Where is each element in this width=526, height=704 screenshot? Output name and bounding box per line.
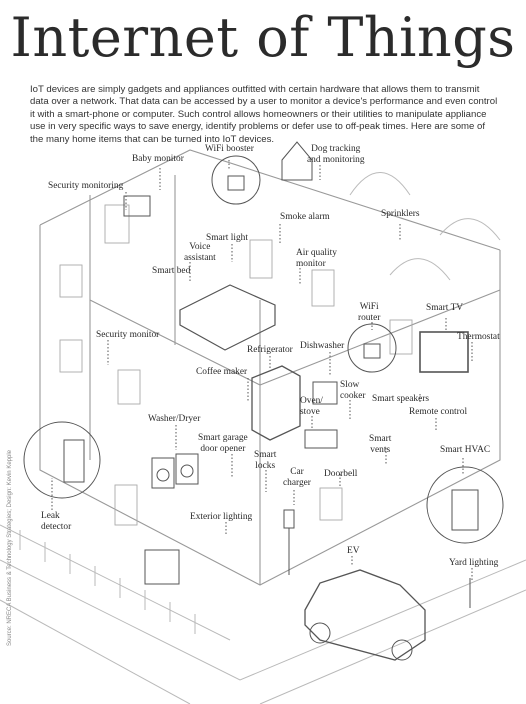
smart-tv (419, 331, 469, 373)
label-coffee-maker: Coffee maker (196, 367, 248, 377)
wifi-booster-device (227, 175, 245, 191)
label-yard-lighting: Yard lighting (449, 558, 499, 568)
car-charger (283, 509, 295, 529)
wifi-router-circle (347, 323, 397, 373)
fence-line (0, 524, 231, 641)
hvac-circle (426, 466, 504, 544)
window-4 (104, 204, 130, 244)
label-smart-tv: Smart TV (426, 303, 464, 313)
source-credit: Source: NRECA Business & Technology Stra… (7, 450, 13, 646)
ground-line (0, 559, 526, 681)
leak-detector-circle (23, 421, 101, 499)
window-7 (389, 319, 413, 355)
label-exterior-lighting: Exterior lighting (190, 512, 253, 522)
window-5 (249, 239, 273, 279)
window-1 (59, 264, 83, 298)
security-camera-panel (123, 195, 151, 217)
label-slow-cooker: Slow cooker (340, 380, 366, 401)
label-washer-dryer: Washer/Dryer (148, 414, 201, 424)
house-outline (39, 225, 501, 586)
label-remote-control: Remote control (409, 407, 468, 417)
label-wifi-booster: WiFi booster (205, 144, 254, 154)
wifi-booster-circle (211, 155, 261, 205)
hvac-unit (451, 489, 479, 531)
washer (151, 457, 175, 489)
infographic-title: Internet of Things (10, 6, 516, 69)
street-line (259, 589, 526, 704)
window-8 (114, 484, 138, 526)
label-smart-vents: Smart vents (369, 434, 392, 455)
label-security-monitoring: Security monitoring (48, 181, 124, 191)
label-wifi-router: WiFi router (358, 302, 381, 323)
label-smart-hvac: Smart HVAC (440, 445, 491, 455)
label-thermostat: Thermostat (457, 332, 500, 342)
label-smart-locks: Smart locks (254, 450, 277, 471)
label-car-charger: Car charger (283, 467, 311, 488)
floor-line (89, 289, 501, 386)
window-6 (311, 269, 335, 307)
label-smart-speakers: Smart speakers (372, 394, 430, 404)
label-baby-monitor: Baby monitor (132, 154, 184, 164)
label-ev: EV (347, 546, 360, 556)
window-2 (59, 339, 83, 373)
label-air-quality: Air quality monitor (296, 248, 337, 269)
dog-house (281, 141, 313, 181)
wifi-router-device (363, 343, 381, 359)
stove (304, 429, 338, 449)
dishwasher (312, 381, 338, 405)
washer-door (156, 468, 170, 482)
label-smart-light: Smart light (206, 233, 248, 243)
roof-line (39, 149, 501, 251)
label-refrigerator: Refrigerator (247, 345, 293, 355)
dryer (175, 453, 199, 485)
window-9 (319, 487, 343, 521)
smart-bed (179, 284, 276, 351)
sidewalk-line (0, 599, 191, 704)
label-voice-assistant: Voice assistant (184, 242, 216, 263)
ev-wheel-rear (309, 622, 331, 644)
refrigerator (251, 365, 301, 441)
fence-posts (19, 530, 196, 634)
label-doorbell: Doorbell (324, 469, 358, 479)
label-oven-stove: Oven/ stove (300, 396, 323, 417)
water-heater (63, 439, 85, 483)
dryer-door (180, 464, 194, 478)
window-3 (117, 369, 141, 405)
label-leak-detector: Leak detector (41, 511, 72, 532)
ac-unit (144, 549, 180, 585)
label-security-monitor: Security monitor (96, 330, 160, 340)
label-dishwasher: Dishwasher (300, 341, 345, 351)
label-dog-tracking: Dog tracking and monitoring (307, 144, 365, 165)
label-sprinklers: Sprinklers (381, 209, 420, 219)
leader-lines (51, 160, 473, 580)
label-smart-bed: Smart bed (152, 266, 191, 276)
ev-wheel-front (391, 639, 413, 661)
label-smoke-alarm: Smoke alarm (280, 212, 330, 222)
label-smart-garage: Smart garage door opener (198, 433, 248, 454)
intro-paragraph: IoT devices are simply gadgets and appli… (30, 84, 498, 145)
sprinkler-arcs (349, 172, 501, 281)
ev-car (304, 569, 426, 661)
